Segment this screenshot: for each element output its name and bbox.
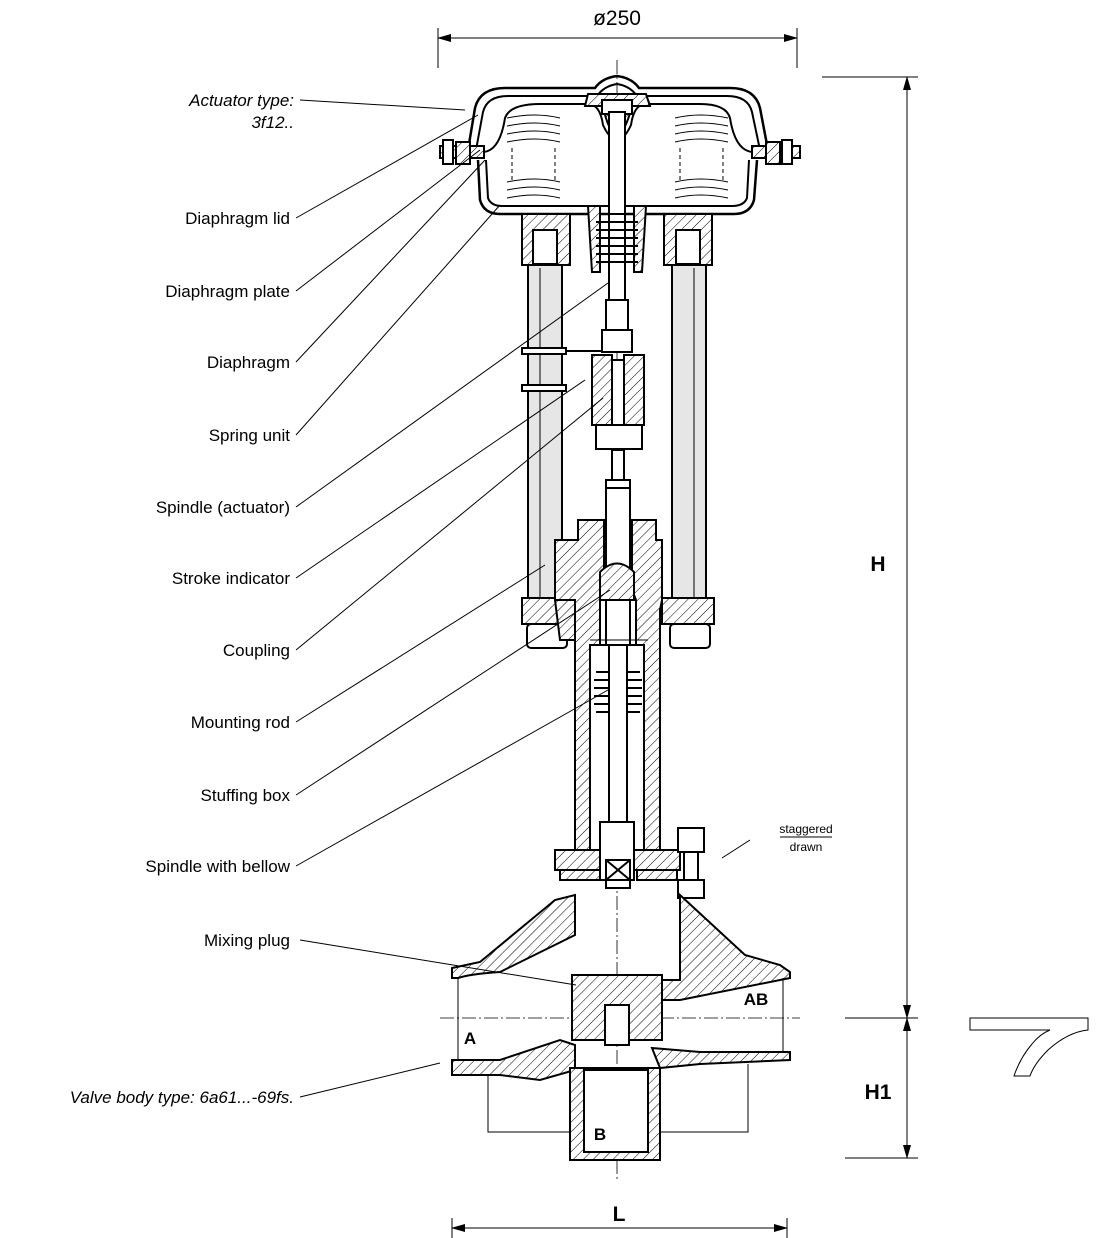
bonnet (553, 519, 751, 899)
stroke-indicator-label: Stroke indicator (172, 569, 290, 588)
valve-body (451, 892, 791, 1161)
actuator-type-value: 3f12.. (251, 113, 294, 132)
valve-body-type-label: Valve body type: 6a61...-69fs. (70, 1088, 294, 1107)
staggered-drawn-note: staggered drawn (779, 822, 832, 854)
height-dimension: H H1 (822, 76, 918, 1159)
diaphragm-label: Diaphragm (207, 353, 290, 372)
port-a-label: A (464, 1029, 476, 1048)
port-b-label: B (594, 1125, 606, 1144)
coupling-label: Coupling (223, 641, 290, 660)
diameter-dimension: ø250 (437, 7, 798, 68)
port-ab-label: AB (744, 990, 769, 1009)
height-lower-label: H1 (865, 1081, 892, 1104)
length-dimension: L (451, 1203, 788, 1238)
mounting-rod-label: Mounting rod (191, 713, 290, 732)
actuator-type-label: Actuator type: (188, 91, 294, 110)
height-label: H (870, 553, 885, 576)
leader-lines (295, 99, 611, 1098)
mixing-plug-label: Mixing plug (204, 931, 290, 950)
mixing-valve-symbol-icon (969, 1017, 1089, 1077)
stuffing-box-label: Stuffing box (201, 786, 291, 805)
note-line2: drawn (790, 840, 823, 854)
spindle-with-bellow-label: Spindle with bellow (145, 857, 290, 876)
spring-unit-label: Spring unit (209, 426, 291, 445)
actuator (439, 74, 801, 303)
diaphragm-plate-label: Diaphragm plate (165, 282, 290, 301)
diaphragm-lid-label: Diaphragm lid (185, 209, 290, 228)
diameter-label: ø250 (593, 7, 641, 30)
length-label: L (613, 1203, 626, 1226)
note-line1: staggered (779, 822, 832, 836)
spindle-actuator-label: Spindle (actuator) (156, 498, 290, 517)
